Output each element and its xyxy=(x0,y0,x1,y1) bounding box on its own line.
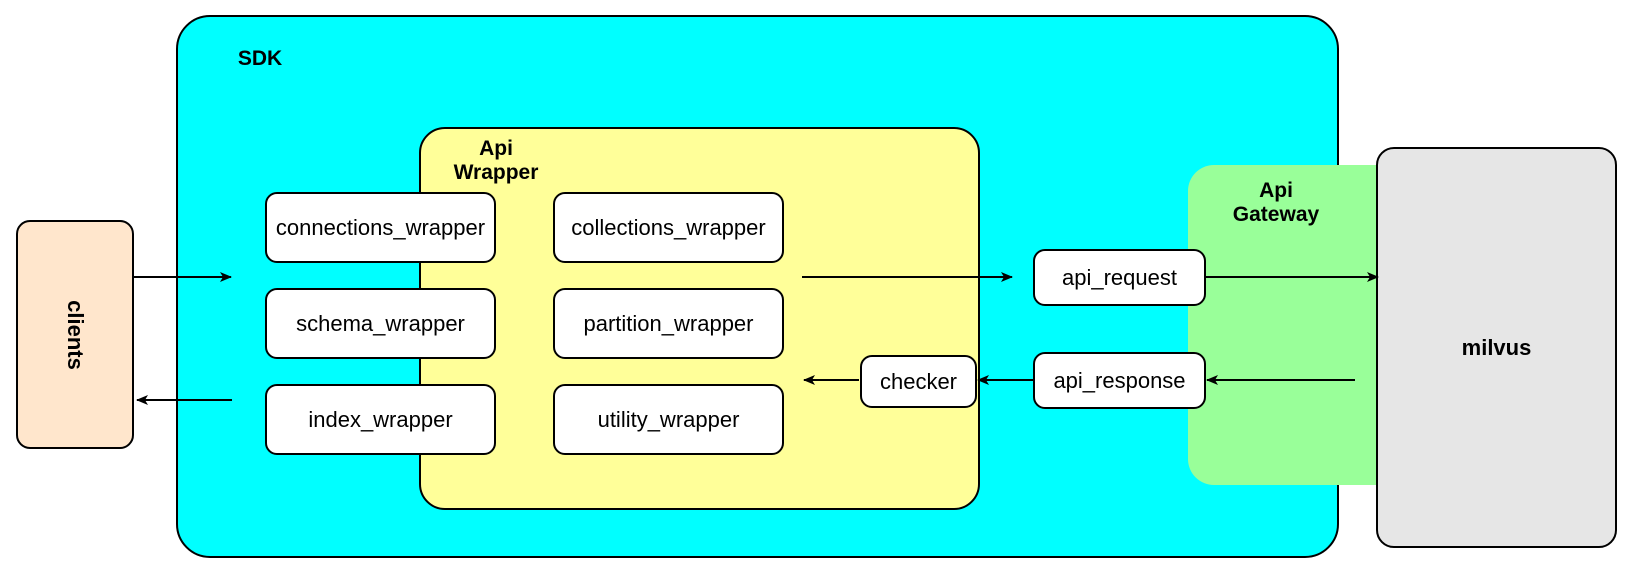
sdk-label: SDK xyxy=(237,47,283,70)
module-collections-wrapper[interactable]: collections_wrapper xyxy=(553,192,784,263)
module-utility-wrapper[interactable]: utility_wrapper xyxy=(553,384,784,455)
clients-node[interactable]: clients xyxy=(16,220,134,449)
module-label: partition_wrapper xyxy=(583,310,754,336)
module-api-request[interactable]: api_request xyxy=(1033,249,1206,306)
module-label: collections_wrapper xyxy=(571,214,766,240)
module-label: utility_wrapper xyxy=(597,406,740,432)
clients-label: clients xyxy=(62,299,88,370)
module-api-response[interactable]: api_response xyxy=(1033,352,1206,409)
module-schema-wrapper[interactable]: schema_wrapper xyxy=(265,288,496,359)
module-label: index_wrapper xyxy=(308,406,453,432)
module-label: schema_wrapper xyxy=(296,310,465,336)
milvus-label: milvus xyxy=(1461,334,1532,360)
api-gateway-label: Api Gateway xyxy=(1232,179,1320,227)
checker-node[interactable]: checker xyxy=(860,355,977,408)
module-label: api_response xyxy=(1053,367,1186,393)
module-index-wrapper[interactable]: index_wrapper xyxy=(265,384,496,455)
module-partition-wrapper[interactable]: partition_wrapper xyxy=(553,288,784,359)
module-connections-wrapper[interactable]: connections_wrapper xyxy=(265,192,496,263)
checker-label: checker xyxy=(879,368,958,394)
api-wrapper-label: Api Wrapper xyxy=(453,137,539,185)
module-label: connections_wrapper xyxy=(275,214,486,240)
milvus-node[interactable]: milvus xyxy=(1376,147,1617,548)
module-label: api_request xyxy=(1062,264,1177,290)
